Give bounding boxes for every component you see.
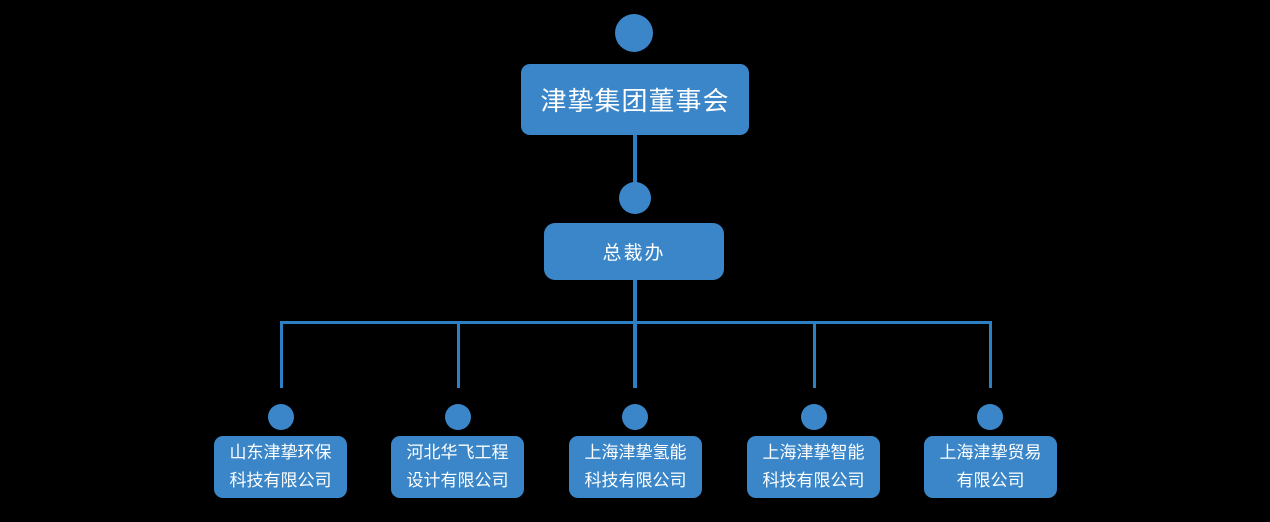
child-node-dot-4 (801, 404, 827, 430)
connector-trunk (633, 280, 637, 388)
child-node-dot-2 (445, 404, 471, 430)
child-node-label-line2: 科技有限公司 (762, 471, 865, 490)
child-node-dot-3 (622, 404, 648, 430)
root-node-box: 津挚集团董事会 (521, 64, 749, 135)
middle-node-box: 总裁办 (544, 223, 724, 280)
child-node-box-5: 上海津挚贸易 有限公司 (924, 436, 1057, 498)
root-node-label: 津挚集团董事会 (540, 86, 730, 116)
child-node-label-line1: 上海津挚贸易 (939, 443, 1042, 462)
child-node-label-line2: 有限公司 (956, 471, 1025, 490)
connector-rail (279, 321, 991, 324)
connector-drop-4 (812, 321, 816, 388)
child-node-label-line1: 上海津挚氢能 (584, 443, 687, 462)
child-node-box-3: 上海津挚氢能 科技有限公司 (569, 436, 702, 498)
connector-root-middle (633, 135, 637, 183)
child-node-label-line2: 设计有限公司 (406, 471, 509, 490)
connector-drop-2 (456, 321, 460, 388)
child-node-box-4: 上海津挚智能 科技有限公司 (747, 436, 880, 498)
connector-drop-1 (279, 321, 283, 388)
child-node-label-line1: 上海津挚智能 (762, 443, 865, 462)
connector-drop-5 (988, 321, 992, 388)
child-node-label-line1: 河北华飞工程 (406, 443, 509, 462)
child-node-box-2: 河北华飞工程 设计有限公司 (391, 436, 524, 498)
child-node-box-1: 山东津挚环保 科技有限公司 (214, 436, 347, 498)
child-node-label-line2: 科技有限公司 (229, 471, 332, 490)
child-node-label-line2: 科技有限公司 (584, 471, 687, 490)
child-node-dot-5 (977, 404, 1003, 430)
middle-node-dot (619, 182, 651, 214)
root-node-dot (615, 14, 653, 52)
child-node-label-line1: 山东津挚环保 (229, 443, 332, 462)
middle-node-label: 总裁办 (602, 243, 666, 264)
child-node-dot-1 (268, 404, 294, 430)
